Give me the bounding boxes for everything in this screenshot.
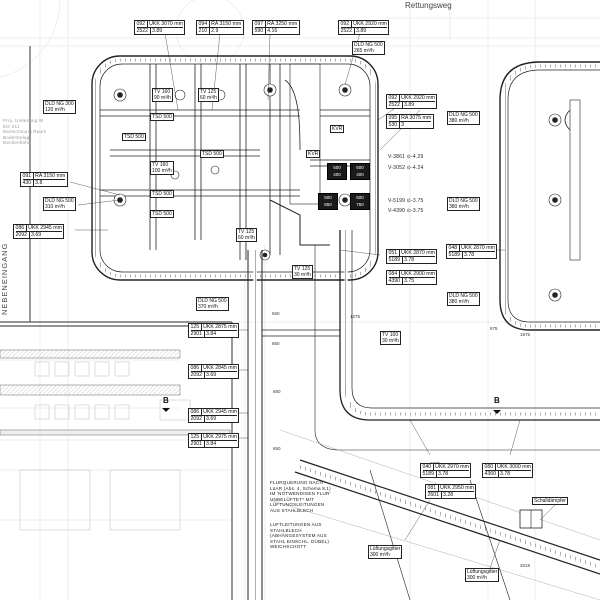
volume-v-3861: V-3861 ⊙-4.29 — [388, 154, 424, 160]
note-corridor-crossing: FLURQUERUNG NACH LüAR (Abs. 4, Schema 8.… — [270, 480, 331, 513]
section-marker-left: B — [163, 396, 169, 405]
tsd-label-5: TSD 500 — [150, 210, 174, 218]
duct-loop-left — [91, 55, 379, 281]
volume-v-5199: V-5199 ⊙-3.75 — [388, 198, 424, 204]
dim-9: 650 — [273, 446, 281, 451]
dark-unit-value: 850 — [324, 202, 332, 207]
dark-unit-value: 750 — [356, 202, 364, 207]
dim-6: 2018 — [520, 563, 531, 568]
duct-central — [247, 230, 600, 600]
tsd-label-2: TSD 500 — [122, 133, 146, 141]
dim-5: 1975 — [520, 332, 531, 337]
section-marker-right: B — [494, 396, 500, 405]
note-steel-ducts: LUFTLEITUNGEN AUS STAHLBLECH (ABHÄNGESYS… — [270, 522, 330, 550]
duct-diagonal — [269, 429, 600, 600]
room-legend: Proj. Umleitung W EG-011 Bezeichnung Rau… — [3, 118, 47, 146]
volume-v-3052: V-3052 ⊙-4.24 — [388, 165, 424, 171]
tsd-label-3: TSD 500 — [200, 150, 224, 158]
section-arrows — [162, 408, 501, 414]
dim-2: 650 — [272, 341, 280, 346]
room-cubicles — [19, 361, 191, 531]
duct-network — [100, 63, 370, 260]
volume-v-4390: V-4390 ⊙-3.75 — [388, 208, 424, 214]
dim-8: 650 — [273, 389, 281, 394]
tsd-label-1: TSD 500 — [150, 113, 174, 121]
escape-route-label: Rettungsweg — [405, 1, 452, 10]
silencer-label: Schalldämpfer — [532, 497, 568, 505]
duct-loop-right — [499, 61, 600, 331]
kvr-label-2: KVR — [306, 150, 321, 158]
dark-unit-value: 400 — [356, 172, 364, 177]
dark-unit-value: 400 — [333, 172, 341, 177]
dim-3: 1275 — [350, 314, 361, 319]
tsd-label-4: TSD 500 — [150, 190, 174, 198]
dim-4: 575 — [490, 326, 498, 331]
side-entrance-label: NEBENEINGANG — [0, 242, 9, 315]
dim-1: 650 — [272, 311, 280, 316]
kvr-label-1: KVR — [330, 125, 345, 133]
diffuser-symbols — [113, 83, 562, 302]
